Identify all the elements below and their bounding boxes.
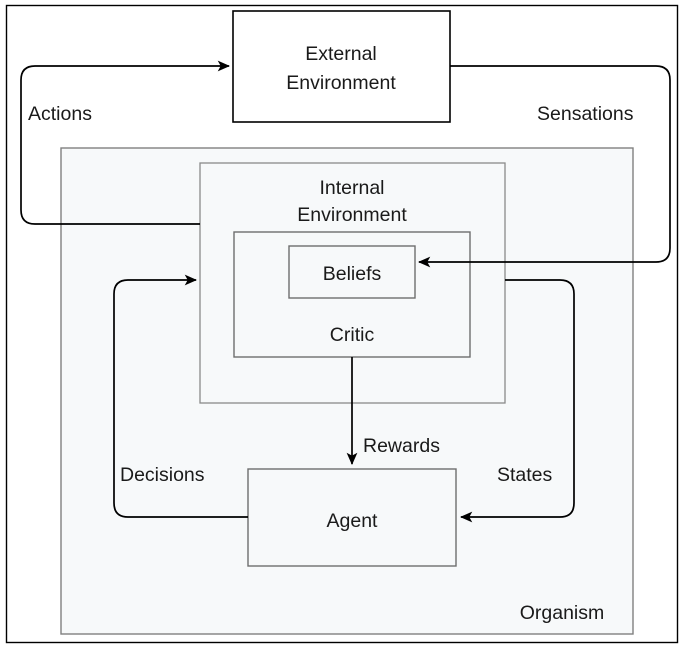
node-internal-environment-label-line2: Environment: [297, 204, 407, 226]
edge-actions[interactable]: [20, 60, 230, 225]
node-beliefs-label: Beliefs: [323, 263, 382, 285]
edge-sensations[interactable]: [418, 65, 671, 268]
node-beliefs[interactable]: [288, 245, 416, 299]
edge-decisions-label: Decisions: [120, 464, 205, 486]
node-external-environment[interactable]: [232, 10, 451, 123]
node-organism-label: Organism: [520, 602, 605, 624]
edge-decisions[interactable]: [113, 274, 248, 518]
node-agent-label: Agent: [327, 510, 379, 532]
node-agent[interactable]: [247, 468, 457, 567]
edge-sensations-label: Sensations: [537, 103, 634, 125]
node-internal-environment-label-line1: Internal: [319, 177, 384, 199]
edge-rewards-label: Rewards: [363, 435, 440, 457]
node-external-environment-label-line2: Environment: [286, 72, 396, 94]
edge-states-label: States: [497, 464, 553, 486]
node-critic-label: Critic: [330, 324, 375, 346]
node-external-environment-label-line1: External: [305, 43, 377, 65]
edge-states[interactable]: [460, 279, 575, 523]
edge-actions-label: Actions: [28, 103, 92, 125]
